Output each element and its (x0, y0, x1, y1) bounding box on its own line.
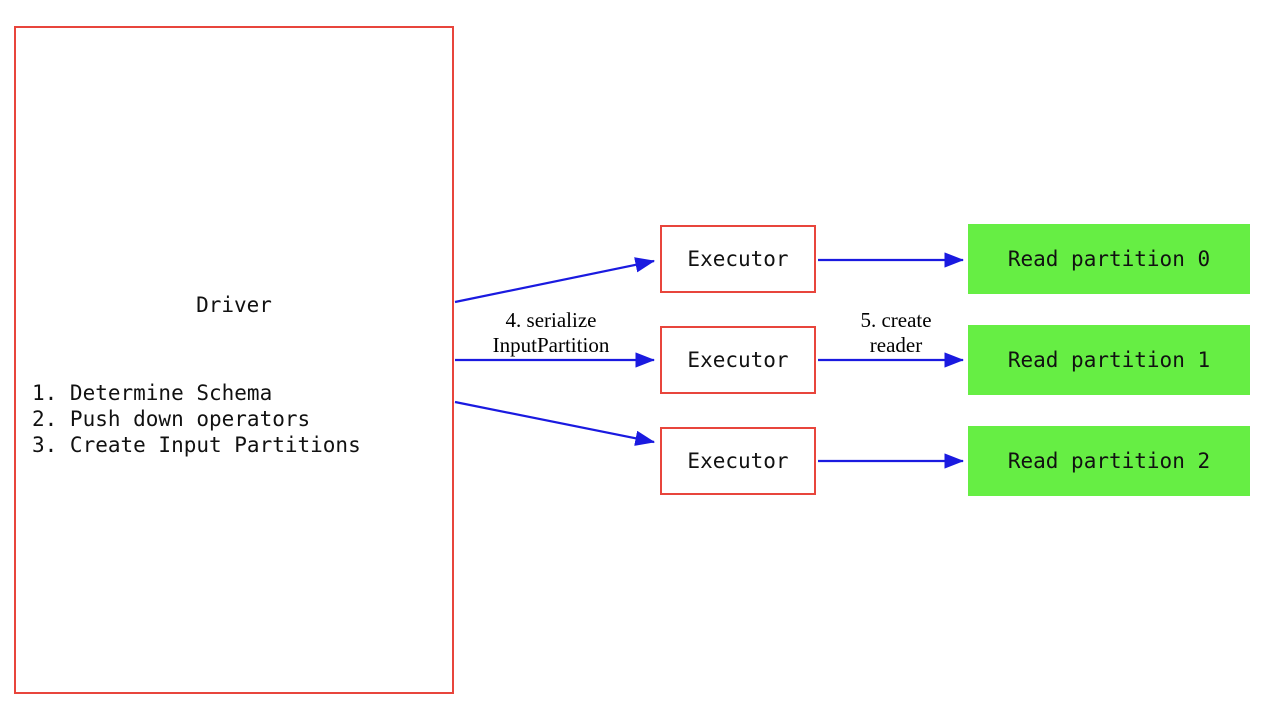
edge-label-create-reader-line-2: reader (869, 333, 923, 357)
read-partition-label-1: Read partition 1 (1007, 348, 1211, 372)
read-partition-box-2: Read partition 2 (968, 426, 1250, 496)
driver-steps-list: 1. Determine Schema 2. Push down operato… (32, 380, 361, 458)
arrow-driver-to-executor-0 (454, 257, 656, 304)
edge-label-serialize: 4. serialize InputPartition (461, 308, 641, 358)
driver-step-3: 3. Create Input Partitions (32, 433, 361, 457)
executor-box-2: Executor (660, 427, 816, 495)
driver-box: Driver 1. Determine Schema 2. Push down … (14, 26, 454, 694)
executor-label-2: Executor (687, 449, 789, 473)
edge-label-serialize-line-2: InputPartition (492, 333, 610, 357)
read-partition-box-1: Read partition 1 (968, 325, 1250, 395)
read-partition-label-2: Read partition 2 (1007, 449, 1211, 473)
executor-box-0: Executor (660, 225, 816, 293)
edge-label-serialize-line-1: 4. serialize (505, 308, 597, 332)
driver-step-2: 2. Push down operators (32, 407, 311, 431)
driver-title: Driver (196, 293, 272, 317)
arrow-driver-to-executor-2 (454, 400, 656, 446)
edge-label-create-reader-line-1: 5. create (860, 308, 932, 332)
executor-label-1: Executor (687, 348, 789, 372)
executor-box-1: Executor (660, 326, 816, 394)
read-partition-box-0: Read partition 0 (968, 224, 1250, 294)
driver-step-1: 1. Determine Schema (32, 381, 273, 405)
executor-label-0: Executor (687, 247, 789, 271)
read-partition-label-0: Read partition 0 (1007, 247, 1211, 271)
edge-label-create-reader: 5. create reader (826, 308, 966, 358)
